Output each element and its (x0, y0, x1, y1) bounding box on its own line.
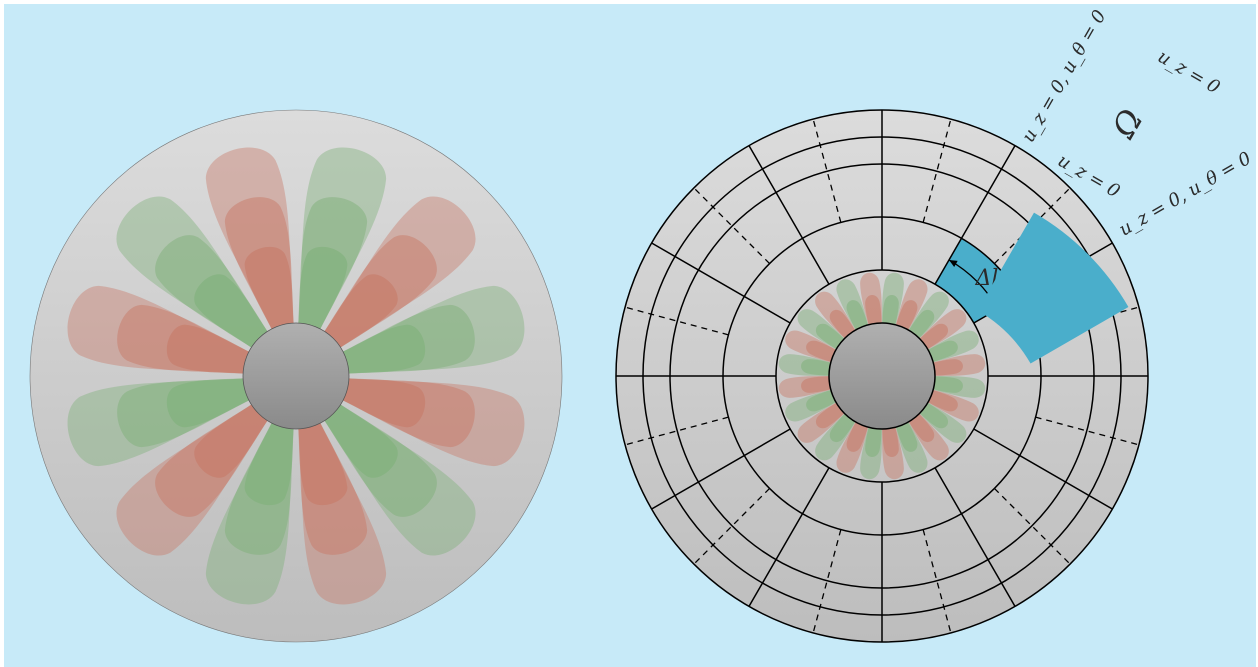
mesh-refinement-line (693, 487, 771, 565)
bc-top-right-label: u_z = 0 (1154, 46, 1223, 98)
bc-bottom-right-label: u_z = 0, u_θ = 0 (1116, 148, 1255, 241)
left-disk-panel (29, 109, 563, 643)
figure-canvas: Δl Ω u_z = 0, u_θ = 0 u_z = 0 u_z = 0 u_… (4, 4, 1256, 667)
mesh-refinement-line (812, 529, 842, 634)
right-mesh-panel: Δl (615, 109, 1149, 643)
mesh-refinement-line (624, 416, 729, 446)
bc-top-left-label: u_z = 0, u_θ = 0 (1018, 7, 1111, 146)
mesh-radial-line (651, 242, 791, 324)
mesh-radial-line (973, 428, 1113, 510)
right-hub (828, 322, 936, 430)
mesh-refinement-line (993, 487, 1071, 565)
mesh-radial-line (748, 467, 830, 607)
mesh-refinement-line (624, 306, 729, 336)
left-hub (242, 322, 350, 430)
mesh-refinement-line (1035, 416, 1140, 446)
mesh-refinement-line (922, 118, 952, 223)
mesh-refinement-line (993, 187, 1071, 265)
mesh-refinement-line (1035, 306, 1140, 336)
arc-arrowhead-start (949, 259, 958, 267)
mesh-radial-line (651, 428, 791, 510)
red-petal (67, 285, 298, 382)
mesh-radial-line (934, 145, 1016, 285)
domain-shape (977, 212, 1129, 364)
mesh-refinement-line (922, 529, 952, 634)
mesh-radial-line (748, 145, 830, 285)
figure-svg: Δl Ω u_z = 0, u_θ = 0 u_z = 0 u_z = 0 u_… (29, 7, 1255, 643)
domain-label: Ω (1104, 103, 1151, 146)
mesh-refinement-line (693, 187, 771, 265)
mesh-radial-line (934, 467, 1016, 607)
mesh-grid (615, 109, 1149, 643)
mesh-refinement-line (812, 118, 842, 223)
